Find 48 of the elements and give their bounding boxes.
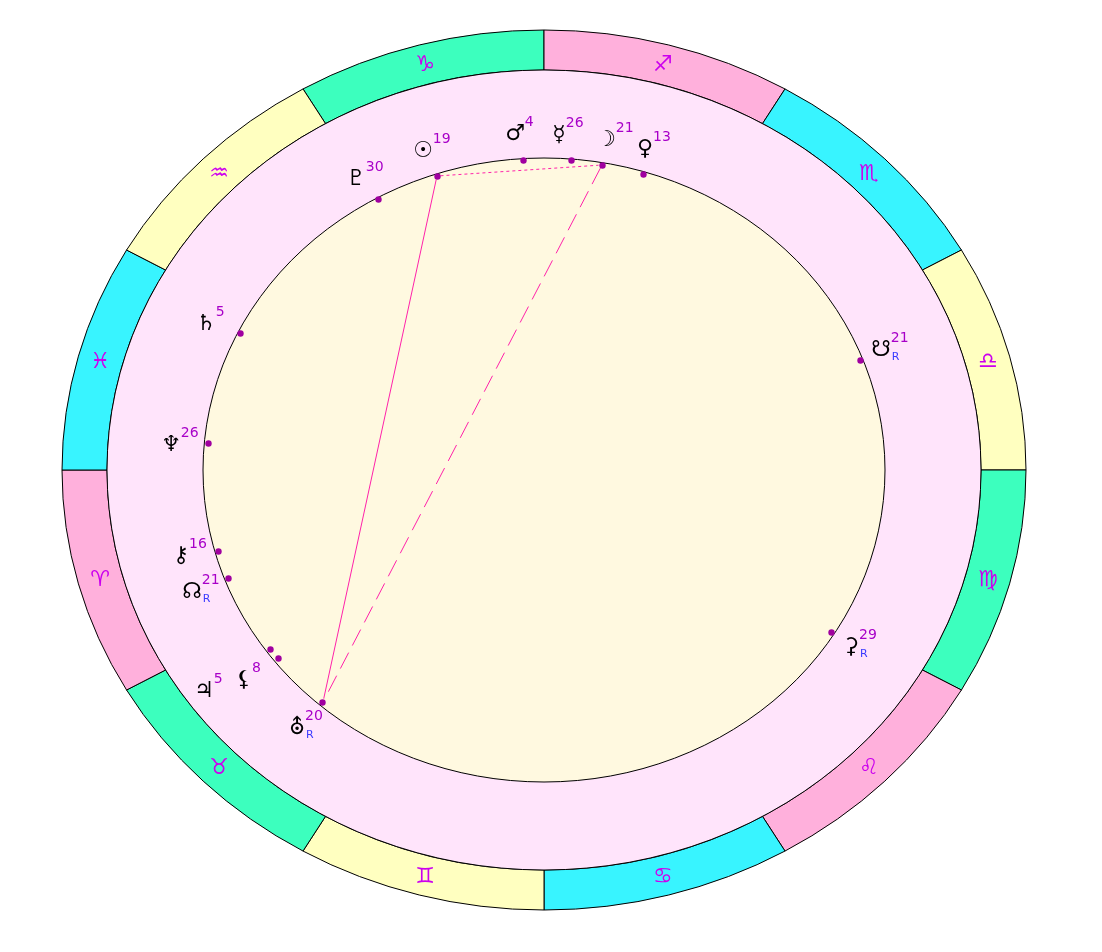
zodiac-sign-glyph: ♏ [859, 162, 879, 184]
planet-symbol: ♂ [505, 122, 525, 144]
degree-number: 26 [180, 425, 199, 439]
planet-symbol: ♀ [636, 137, 654, 159]
retrograde-marker: R [860, 648, 868, 659]
retrograde-marker: R [306, 729, 314, 740]
planet-symbol: ☊ [182, 580, 202, 602]
degree-number: 5 [215, 304, 225, 318]
planet-symbol: ♇ [346, 167, 366, 189]
degree-number: 30 [365, 159, 384, 173]
zodiac-sign-glyph: ♊ [415, 864, 435, 887]
degree-number: 21 [201, 572, 220, 586]
retrograde-marker: R [891, 351, 900, 362]
degree-number: 26 [565, 115, 584, 129]
planet-symbol: ☋ [871, 338, 891, 360]
zodiac-sign-glyph: ♉ [209, 755, 229, 778]
planet-symbol: ♆ [161, 433, 181, 455]
zodiac-sign-glyph: ♐ [653, 53, 673, 76]
planet-symbol: ♃ [194, 679, 214, 701]
zodiac-sign-glyph: ♈ [90, 567, 110, 590]
zodiac-sign-glyph: ♓ [90, 350, 110, 373]
planet-symbol: ☉ [413, 139, 433, 161]
aspect-line [323, 178, 437, 700]
degree-number: 19 [432, 131, 451, 145]
zodiac-sign-glyph: ♋ [653, 864, 673, 887]
zodiac-sign-glyph: ♍ [977, 567, 998, 590]
planet-symbol: ⚷ [172, 544, 190, 566]
degree-number: 20 [305, 708, 323, 722]
zodiac-sign-glyph: ♎ [977, 350, 998, 373]
degree-number: 8 [252, 660, 261, 674]
degree-number: 16 [189, 536, 207, 550]
zodiac-sign-glyph: ♌ [859, 755, 879, 778]
planet-symbol: ⚸ [235, 668, 253, 690]
degree-number: 29 [859, 627, 877, 641]
planet-symbol: ☽ [596, 128, 616, 150]
degree-number: 4 [524, 114, 534, 128]
zodiac-sign-glyph: ♑ [415, 53, 435, 76]
planet-symbol: ⛢ [288, 716, 306, 738]
degree-number: 21 [615, 120, 634, 134]
retrograde-marker: R [202, 593, 211, 604]
aspect-line [440, 164, 599, 177]
planet-symbol: ☿ [552, 123, 566, 145]
degree-number: 13 [653, 129, 671, 143]
zodiac-sign-glyph: ♒ [209, 162, 229, 184]
planet-symbol: ♄ [196, 312, 216, 334]
degree-number: 21 [890, 330, 909, 344]
planet-symbol: ⚳ [842, 635, 860, 657]
degree-number: 5 [213, 671, 223, 685]
